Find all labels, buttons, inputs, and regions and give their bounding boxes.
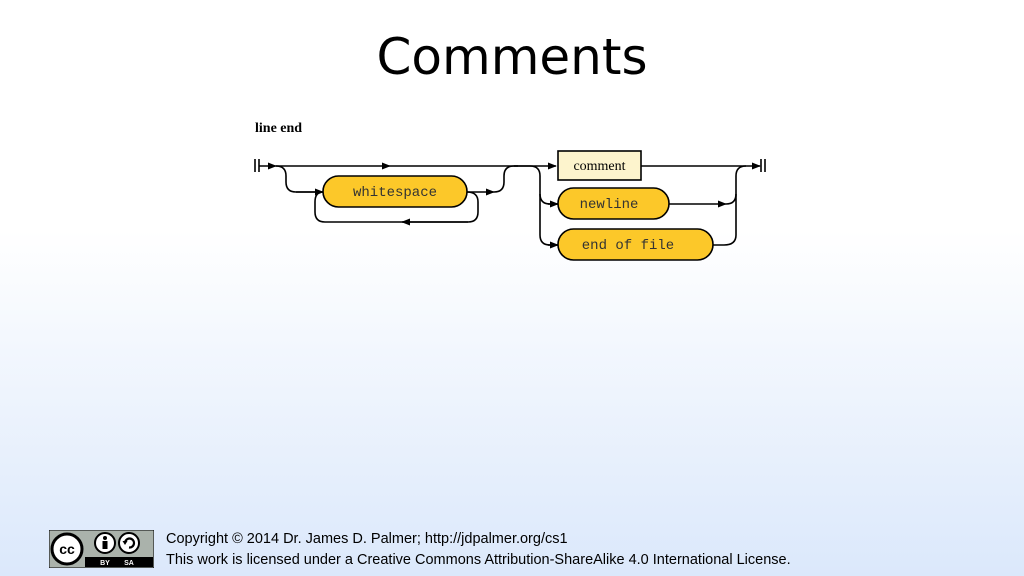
- loop-right: [402, 191, 479, 223]
- branch-down: [275, 165, 323, 193]
- branch-up: [493, 165, 530, 193]
- cc-icon-text: cc: [59, 541, 75, 557]
- cc-icon: cc: [50, 532, 84, 566]
- terminal-end-of-file-label: end of file: [582, 238, 674, 254]
- terminal-newline-label: newline: [580, 197, 639, 213]
- share-alike-icon: [118, 532, 140, 554]
- badge-sa-label: SA: [124, 560, 134, 567]
- railroad-diagram: line end whitespace: [254, 121, 766, 261]
- license-line[interactable]: This work is licensed under a Creative C…: [166, 552, 791, 568]
- merge-eof: [713, 194, 737, 246]
- copyright-line: Copyright © 2014 Dr. James D. Palmer; ht…: [166, 531, 568, 547]
- rule-name: line end: [255, 121, 302, 136]
- terminal-newline[interactable]: newline: [557, 187, 670, 220]
- attribution-icon: [94, 532, 116, 554]
- merge-newline: [725, 165, 747, 205]
- nonterminal-comment[interactable]: comment: [557, 150, 642, 181]
- branch-newline: [529, 165, 558, 205]
- badge-by-label: BY: [100, 560, 110, 567]
- slide-title: Comments: [376, 28, 648, 86]
- loop-left: [314, 191, 402, 223]
- terminal-whitespace-label: whitespace: [353, 185, 437, 201]
- nonterminal-comment-label: comment: [573, 159, 625, 174]
- terminal-end-of-file[interactable]: end of file: [557, 228, 714, 261]
- railroad-tracks: [254, 159, 766, 249]
- terminal-whitespace[interactable]: whitespace: [322, 175, 468, 208]
- cc-by-sa-badge[interactable]: cc BY SA: [49, 530, 154, 568]
- footer: Copyright © 2014 Dr. James D. Palmer; ht…: [166, 529, 791, 571]
